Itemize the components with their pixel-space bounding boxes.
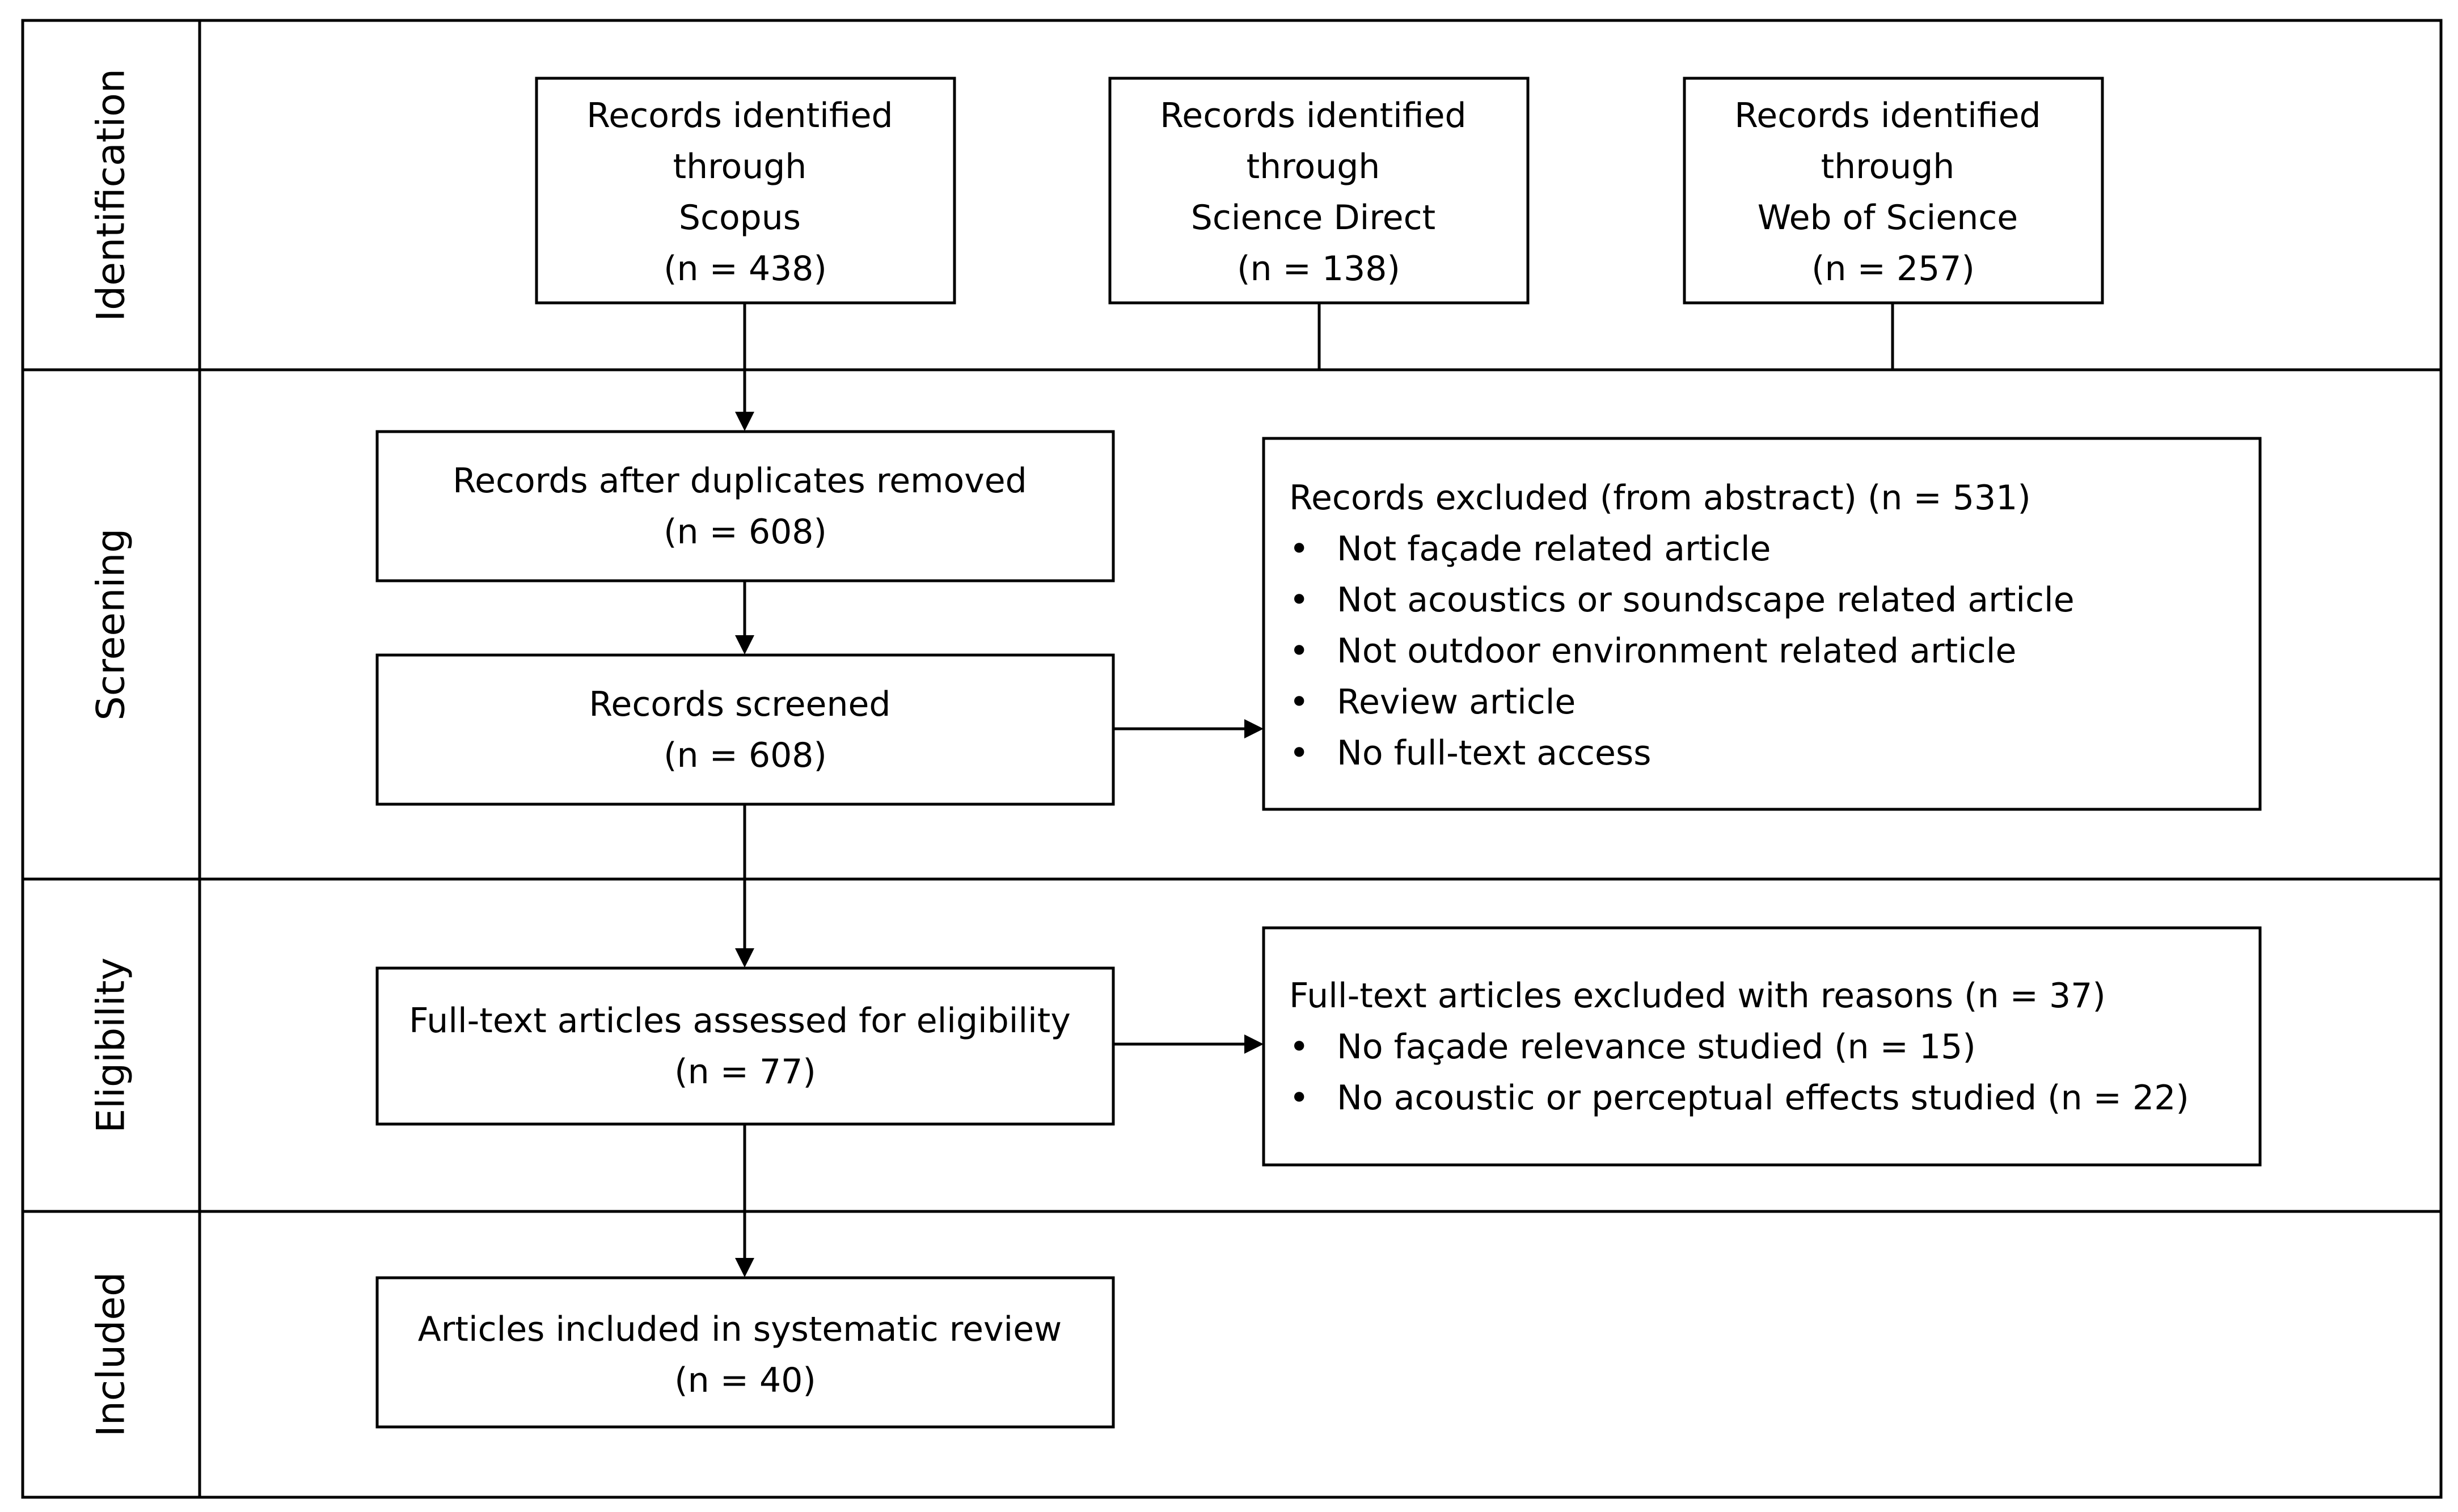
scopus-line-2: through — [673, 147, 807, 187]
fulltext-excluded-reason: No acoustic or perceptual effects studie… — [1337, 1078, 2189, 1118]
fulltext-excluded-heading: Full-text articles excluded with reasons… — [1289, 976, 2106, 1016]
records-excluded-reason: Not façade related article — [1337, 529, 1771, 569]
web-of-science-line-2: through — [1821, 147, 1955, 187]
duplicates-removed-label: Records after duplicates removed — [453, 461, 1027, 501]
fulltext-excluded-box: Full-text articles excluded with reasons… — [1262, 926, 2262, 1167]
records-excluded-heading: Records excluded (from abstract) (n = 53… — [1289, 478, 2031, 518]
bullet: • — [1289, 529, 1309, 569]
outer-frame — [21, 19, 2443, 1499]
records-excluded-reason: Not outdoor environment related article — [1337, 631, 2016, 671]
bullet: • — [1289, 1078, 1309, 1118]
svg-text:Records identified throu: Records identified through Science Direc… — [1160, 96, 1477, 289]
duplicates-removed-count: (n = 608) — [664, 512, 827, 552]
records-screened-count: (n = 608) — [664, 736, 827, 775]
fulltext-assessed-label: Full-text articles assessed for eligibil… — [409, 1001, 1071, 1041]
bullet: • — [1289, 733, 1309, 773]
web-of-science-line-3: Web of Science — [1758, 198, 2018, 238]
records-excluded-reason: Review article — [1337, 682, 1576, 722]
bullet: • — [1289, 682, 1309, 722]
web-of-science-records-box: Records identified through Web of Scienc… — [1683, 77, 2104, 305]
phase-label-eligibility: Eligibility — [89, 957, 134, 1133]
science-direct-line-3: Science Direct — [1191, 198, 1435, 238]
svg-text:Articles included in systemati: Articles included in systematic review (… — [418, 1310, 1073, 1400]
science-direct-count: (n = 138) — [1237, 249, 1400, 289]
science-direct-records-box: Records identified through Science Direc… — [1108, 77, 1530, 305]
arrowhead-assessed-to-fulltext-excluded — [1244, 1034, 1264, 1054]
svg-text:Records after duplicates remov: Records after duplicates removed (n = 60… — [453, 461, 1038, 552]
web-of-science-count: (n = 257) — [1811, 249, 1975, 289]
science-direct-line-1: Records identified — [1160, 96, 1466, 136]
phase-label-identification: Identification — [89, 69, 134, 322]
bullet: • — [1289, 580, 1309, 620]
articles-included-label: Articles included in systematic review — [418, 1310, 1062, 1349]
arrowhead-scopus-to-duplicates — [735, 412, 754, 431]
records-excluded-reason: No full-text access — [1337, 733, 1651, 773]
articles-included-count: (n = 40) — [674, 1361, 816, 1400]
records-excluded-box: Records excluded (from abstract) (n = 53… — [1262, 437, 2262, 811]
arrowhead-assessed-to-included — [735, 1258, 754, 1277]
articles-included-box: Articles included in systematic review (… — [375, 1276, 1115, 1429]
fulltext-assessed-count: (n = 77) — [674, 1052, 816, 1092]
records-screened-box: Records screened (n = 608) — [375, 653, 1115, 806]
arrowhead-duplicates-to-screened — [735, 635, 754, 654]
scopus-line-1: Records identified — [586, 96, 893, 136]
svg-text:Records identified throu: Records identified through Scopus (n = 4… — [586, 96, 903, 289]
arrowhead-screened-to-assessed — [735, 948, 754, 968]
fulltext-assessed-box: Full-text articles assessed for eligibil… — [375, 966, 1115, 1126]
arrowhead-screened-to-excluded — [1244, 719, 1264, 738]
science-direct-line-2: through — [1247, 147, 1380, 187]
phase-label-included: Included — [89, 1272, 134, 1437]
phase-label-screening: Screening — [89, 529, 134, 721]
scopus-line-3: Scopus — [679, 198, 801, 238]
records-screened-label: Records screened — [589, 685, 890, 724]
svg-text:Full-text articles assessed fo: Full-text articles assessed for eligibil… — [409, 1001, 1082, 1092]
svg-text:Records screened (n = 60: Records screened (n = 608) — [589, 685, 901, 775]
duplicates-removed-box: Records after duplicates removed (n = 60… — [375, 430, 1115, 582]
scopus-count: (n = 438) — [664, 249, 827, 289]
bullet: • — [1289, 1027, 1309, 1067]
fulltext-excluded-reason: No façade relevance studied (n = 15) — [1337, 1027, 1976, 1067]
web-of-science-line-1: Records identified — [1734, 96, 2041, 136]
bullet: • — [1289, 631, 1309, 671]
scopus-records-box: Records identified through Scopus (n = 4… — [535, 77, 956, 305]
records-excluded-reason: Not acoustics or soundscape related arti… — [1337, 580, 2075, 620]
svg-text:Records identified throu: Records identified through Web of Scienc… — [1734, 96, 2051, 289]
